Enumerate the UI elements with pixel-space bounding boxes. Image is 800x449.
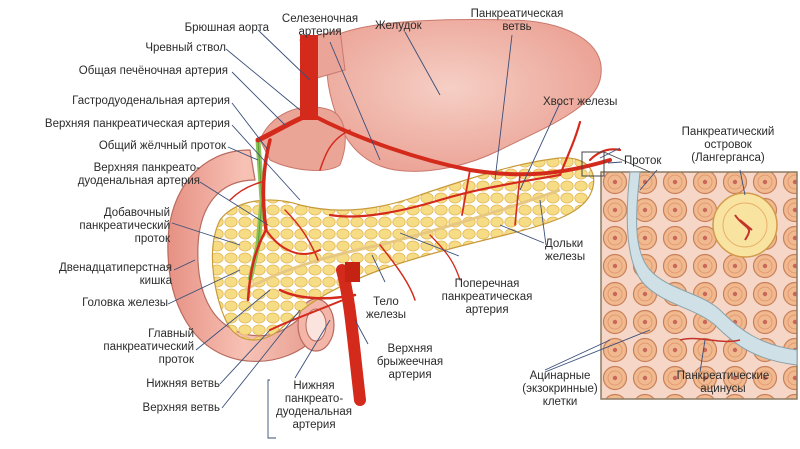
label-abdominal-aorta: Брюшная аорта <box>184 22 269 34</box>
abdominal-aorta <box>300 35 318 120</box>
label-celiac-trunk: Чревный ствол <box>145 42 226 54</box>
label-gastroduodenal-artery: Гастродуоденальная артерия <box>72 95 230 107</box>
leader-lines <box>167 29 746 439</box>
label-pancreas-head: Головка железы <box>82 297 168 309</box>
arterial-branches <box>229 112 622 331</box>
label-superior-pancreaticoduodenal-artery: Верхняя панкреато-дуоденальная артерия <box>77 162 200 187</box>
label-acinar-cells: Ацинарные(экзокринные)клетки <box>522 370 598 408</box>
label-stomach: Желудок <box>375 20 422 32</box>
label-common-hepatic-artery: Общая печёночная артерия <box>78 65 228 77</box>
label-pancreas-tail: Хвост железы <box>543 96 618 108</box>
pancreas-shape <box>211 157 595 341</box>
label-upper-branch: Верхняя ветвь <box>142 402 220 414</box>
label-duct: Проток <box>624 155 662 167</box>
label-superior-pancreatic-artery: Верхняя панкреатическая артерия <box>44 118 230 130</box>
superior-mesenteric-artery <box>336 264 366 406</box>
inset-histology <box>600 171 798 400</box>
label-lower-branch: Нижняя ветвь <box>146 378 220 390</box>
label-common-bile-duct: Общий жёлчный проток <box>98 140 226 152</box>
